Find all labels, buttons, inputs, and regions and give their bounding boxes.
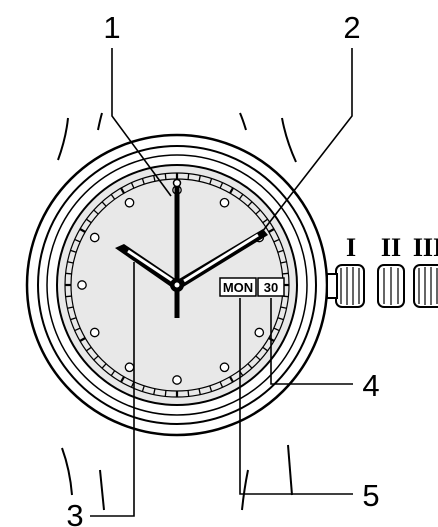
minute-tick — [101, 363, 107, 369]
minute-tick — [277, 249, 284, 253]
minute-tick — [70, 317, 77, 321]
crown-label-3: III — [413, 233, 438, 262]
crown-position-2 — [377, 264, 405, 308]
leader-line-2 — [261, 48, 353, 233]
minute-tick — [247, 363, 253, 369]
crown-label-1: I — [346, 233, 356, 262]
minute-tick — [273, 327, 280, 332]
minute-tick — [280, 306, 287, 309]
callout-1: 1 — [103, 10, 120, 45]
minute-tick — [120, 376, 125, 383]
minute-tick — [198, 388, 201, 395]
minute-tick — [74, 327, 81, 332]
crown-label-2: II — [381, 233, 401, 262]
minute-tick — [67, 261, 74, 264]
hour-marker — [219, 362, 230, 373]
minute-tick — [67, 306, 74, 309]
hour-marker — [89, 327, 100, 338]
minute-tick — [187, 390, 190, 397]
hour-marker — [124, 197, 135, 208]
minute-tick — [70, 249, 77, 253]
leader-line-4 — [270, 298, 353, 385]
minute-tick — [262, 346, 268, 352]
minute-tick — [229, 376, 234, 383]
minute-tick — [247, 201, 253, 207]
minute-tick — [65, 295, 72, 298]
minute-tick — [110, 194, 116, 200]
callout-5: 5 — [362, 478, 379, 513]
day-window: MON — [219, 277, 257, 297]
minute-tick — [164, 173, 167, 180]
minute-tick — [268, 228, 275, 233]
minute-tick — [198, 175, 201, 182]
hour-marker — [254, 327, 265, 338]
crown-position-1 — [326, 264, 365, 308]
minute-tick — [219, 182, 224, 189]
minute-tick — [86, 346, 92, 352]
minute-tick — [262, 218, 268, 224]
hour-marker — [89, 232, 100, 243]
callout-3: 3 — [66, 498, 83, 527]
minute-tick — [229, 187, 234, 194]
hour-marker — [124, 362, 135, 373]
minute-hand — [174, 229, 268, 289]
day-window-text: MON — [223, 280, 253, 295]
watch-strap-top — [57, 112, 297, 163]
minute-tick — [153, 388, 156, 395]
minute-tick — [74, 238, 81, 243]
minute-tick — [120, 187, 125, 194]
hour-marker — [77, 280, 87, 290]
minute-tick — [209, 385, 213, 392]
minute-tick — [86, 218, 92, 224]
minute-tick — [219, 381, 224, 388]
crown-position-3 — [413, 264, 438, 308]
minute-tick — [282, 272, 289, 275]
minute-tick — [187, 173, 190, 180]
minute-tick — [153, 175, 156, 182]
callout-4: 4 — [362, 368, 379, 403]
minute-ticks — [65, 173, 289, 397]
minute-tick — [110, 370, 116, 376]
date-window-text: 30 — [264, 280, 278, 295]
minute-tick — [273, 238, 280, 243]
minute-tick — [277, 317, 284, 321]
minute-tick — [130, 182, 135, 189]
minute-tick — [141, 385, 145, 392]
minute-tick — [238, 194, 244, 200]
minute-tick — [79, 337, 86, 342]
minute-tick — [255, 355, 261, 361]
minute-tick — [65, 272, 72, 275]
minute-tick — [79, 228, 86, 233]
minute-tick — [93, 209, 99, 215]
hour-marker — [219, 197, 230, 208]
watch-strap-bottom — [61, 444, 293, 511]
minute-tick — [93, 355, 99, 361]
leader-line-3 — [90, 262, 135, 517]
minute-tick — [141, 178, 145, 185]
minute-tick — [280, 261, 287, 264]
date-window: 30 — [257, 277, 285, 297]
second-hand — [170, 178, 184, 318]
callout-2: 2 — [343, 10, 360, 45]
leader-line-5 — [239, 298, 353, 495]
minute-tick — [209, 178, 213, 185]
minute-tick — [101, 201, 107, 207]
hour-markers — [77, 185, 265, 385]
minute-tick — [164, 390, 167, 397]
hour-marker — [172, 375, 182, 385]
minute-tick — [255, 209, 261, 215]
leader-line-1 — [111, 48, 172, 197]
leader-lines — [90, 48, 353, 517]
hour-hand — [115, 244, 180, 289]
